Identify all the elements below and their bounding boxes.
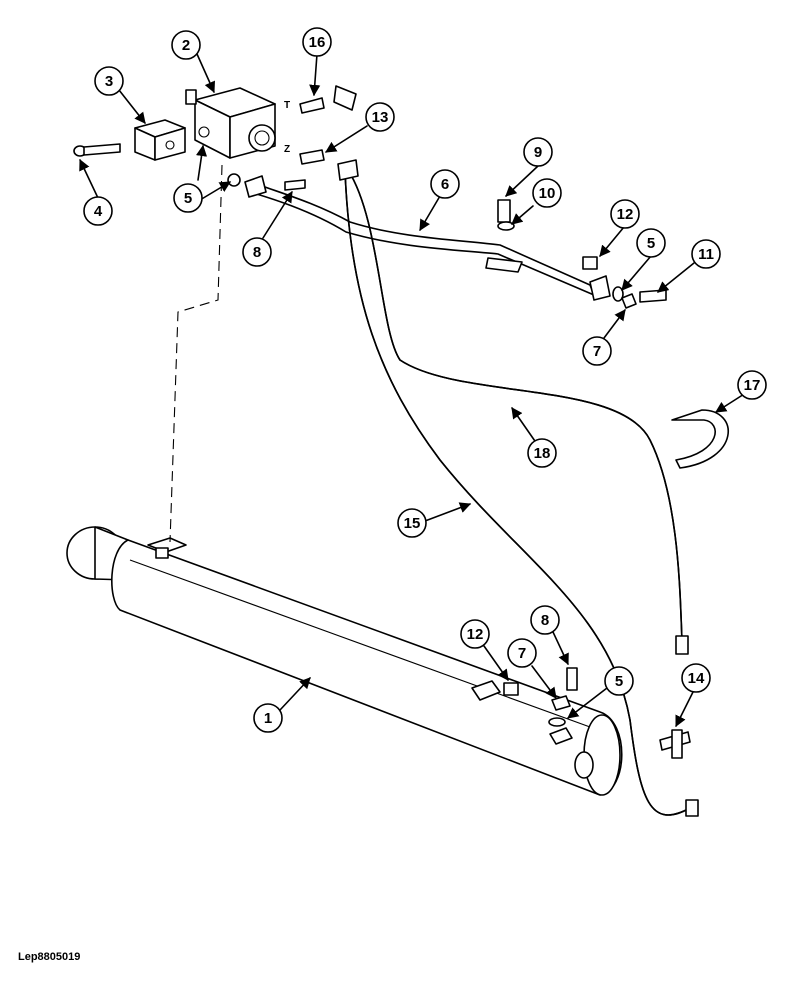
callout-8b: 8 — [530, 605, 560, 635]
callout-5c: 5 — [604, 666, 634, 696]
callout-8a: 8 — [242, 237, 272, 267]
bolt-part-11 — [639, 289, 667, 303]
tee-fitting-part-14 — [659, 729, 691, 759]
callout-12b: 12 — [460, 619, 490, 649]
callout-label: 17 — [744, 377, 761, 394]
callout-label: 3 — [105, 73, 113, 90]
callout-label: 16 — [309, 34, 326, 51]
rigid-tube — [244, 175, 611, 301]
callout-label: 5 — [184, 190, 192, 207]
valve-block — [185, 87, 276, 159]
callout-label: 18 — [534, 445, 551, 462]
hose-end-fitting — [685, 799, 699, 817]
nut-part-12b — [503, 682, 519, 696]
callout-11: 11 — [691, 239, 721, 269]
assembly-line — [169, 164, 223, 543]
callout-6: 6 — [430, 169, 460, 199]
callout-label: 14 — [688, 670, 705, 687]
callout-1: 1 — [253, 703, 283, 733]
callout-13: 13 — [365, 102, 395, 132]
callout-14: 14 — [681, 663, 711, 693]
bolt-part-4 — [73, 143, 121, 157]
nut-part-12a — [582, 256, 598, 270]
hydraulic-cylinder — [66, 526, 623, 796]
callout-5a: 5 — [173, 183, 203, 213]
callout-5b: 5 — [636, 228, 666, 258]
callout-label: 15 — [404, 515, 421, 532]
callout-15: 15 — [397, 508, 427, 538]
callout-label: 4 — [94, 203, 103, 220]
callout-7b: 7 — [507, 638, 537, 668]
callout-label: 1 — [264, 710, 272, 727]
callout-3: 3 — [94, 66, 124, 96]
callout-2: 2 — [171, 30, 201, 60]
fitting-part-13 — [299, 149, 325, 165]
callout-label: 8 — [253, 244, 261, 261]
o-ring-5b — [612, 286, 624, 302]
hose-part-15 — [333, 85, 691, 816]
washer-part-10 — [497, 221, 515, 231]
callout-label: 2 — [182, 37, 190, 54]
callout-label: 8 — [541, 612, 549, 629]
callout-label: 9 — [534, 144, 542, 161]
hose-clamp-part-17 — [671, 409, 729, 469]
callout-7a: 7 — [582, 336, 612, 366]
clamp-part-7b — [551, 695, 571, 711]
hose-part-18 — [337, 159, 689, 655]
callout-12a: 12 — [610, 199, 640, 229]
fitting-part-16 — [299, 97, 325, 114]
callout-label: 12 — [617, 206, 634, 223]
port-label-z: Z — [284, 144, 290, 155]
drawing-reference: Lep8805019 — [18, 951, 80, 963]
callout-4: 4 — [83, 196, 113, 226]
callout-10: 10 — [532, 178, 562, 208]
bolt-part-8b — [566, 667, 578, 691]
o-ring-5a — [227, 173, 241, 187]
callout-label: 11 — [698, 246, 714, 263]
callout-label: 5 — [647, 235, 655, 252]
callout-17: 17 — [737, 370, 767, 400]
manifold-block — [134, 119, 186, 161]
port-label-t: T — [284, 100, 290, 111]
bolt-part-8a — [284, 179, 306, 191]
callout-18: 18 — [527, 438, 557, 468]
bolt-part-9 — [497, 199, 511, 223]
callout-label: 7 — [518, 645, 526, 662]
callout-label: 7 — [593, 343, 601, 360]
callout-label: 6 — [441, 176, 449, 193]
callout-label: 13 — [372, 109, 389, 126]
clamp-part-7a — [621, 293, 637, 309]
o-ring-5c — [548, 717, 566, 727]
callout-16: 16 — [302, 27, 332, 57]
callout-leaders — [79, 53, 753, 728]
callout-label: 12 — [467, 626, 484, 643]
callout-9: 9 — [523, 137, 553, 167]
callout-label: 5 — [615, 673, 623, 690]
callout-label: 10 — [539, 185, 556, 202]
